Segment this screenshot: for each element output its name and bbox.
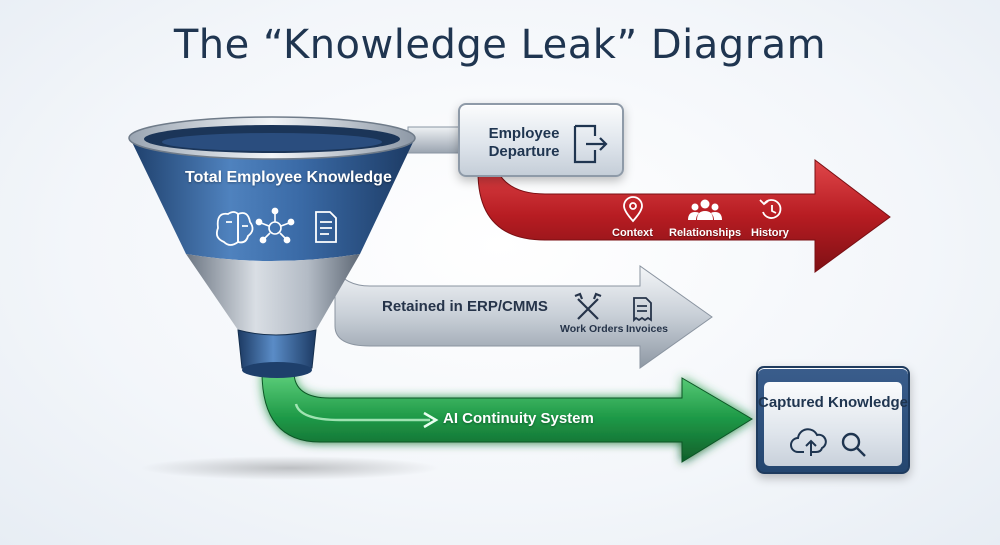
funnel-opening-inner bbox=[162, 133, 382, 151]
employee-departure-box: Employee Departure bbox=[458, 103, 624, 177]
location-pin-icon bbox=[623, 196, 643, 223]
captured-knowledge-box bbox=[756, 366, 910, 474]
captured-knowledge-label: Captured Knowledge bbox=[757, 394, 908, 411]
page-title: The “Knowledge Leak” Diagram bbox=[173, 22, 827, 68]
continuity-arrow bbox=[261, 371, 753, 463]
exit-door-icon bbox=[573, 124, 608, 164]
departure-pipe bbox=[407, 126, 465, 154]
context-label: Context bbox=[612, 227, 653, 239]
history-icon bbox=[759, 199, 782, 219]
funnel bbox=[128, 116, 416, 378]
continuity-small-arrowhead bbox=[423, 411, 439, 429]
employee-departure-label: Employee Departure bbox=[488, 125, 560, 160]
retained-arrow bbox=[334, 265, 713, 369]
tools-icon bbox=[574, 292, 602, 320]
funnel-lower-cone bbox=[186, 254, 360, 335]
continuity-label: AI Continuity System bbox=[443, 410, 594, 427]
funnel-spout-end bbox=[242, 362, 312, 378]
people-icon bbox=[688, 199, 722, 220]
retained-label: Retained in ERP/CMMS bbox=[382, 298, 548, 315]
history-label: History bbox=[751, 227, 789, 239]
magnifier-icon bbox=[841, 432, 866, 457]
brain-icon bbox=[215, 211, 254, 246]
ground-shadow bbox=[140, 456, 440, 480]
funnel-cone bbox=[130, 138, 415, 261]
network-icon bbox=[255, 207, 295, 244]
loss-arrow bbox=[477, 158, 891, 273]
work-orders-label: Work Orders bbox=[560, 323, 624, 335]
cloud-upload-icon bbox=[790, 428, 827, 456]
invoice-icon bbox=[633, 297, 652, 323]
relationships-label: Relationships bbox=[669, 227, 742, 239]
continuity-arrow-highlight bbox=[294, 403, 430, 422]
document-icon bbox=[315, 211, 337, 243]
funnel-label: Total Employee Knowledge bbox=[185, 169, 392, 186]
captured-knowledge-panel bbox=[764, 382, 902, 466]
invoices-label: Invoices bbox=[626, 323, 669, 335]
